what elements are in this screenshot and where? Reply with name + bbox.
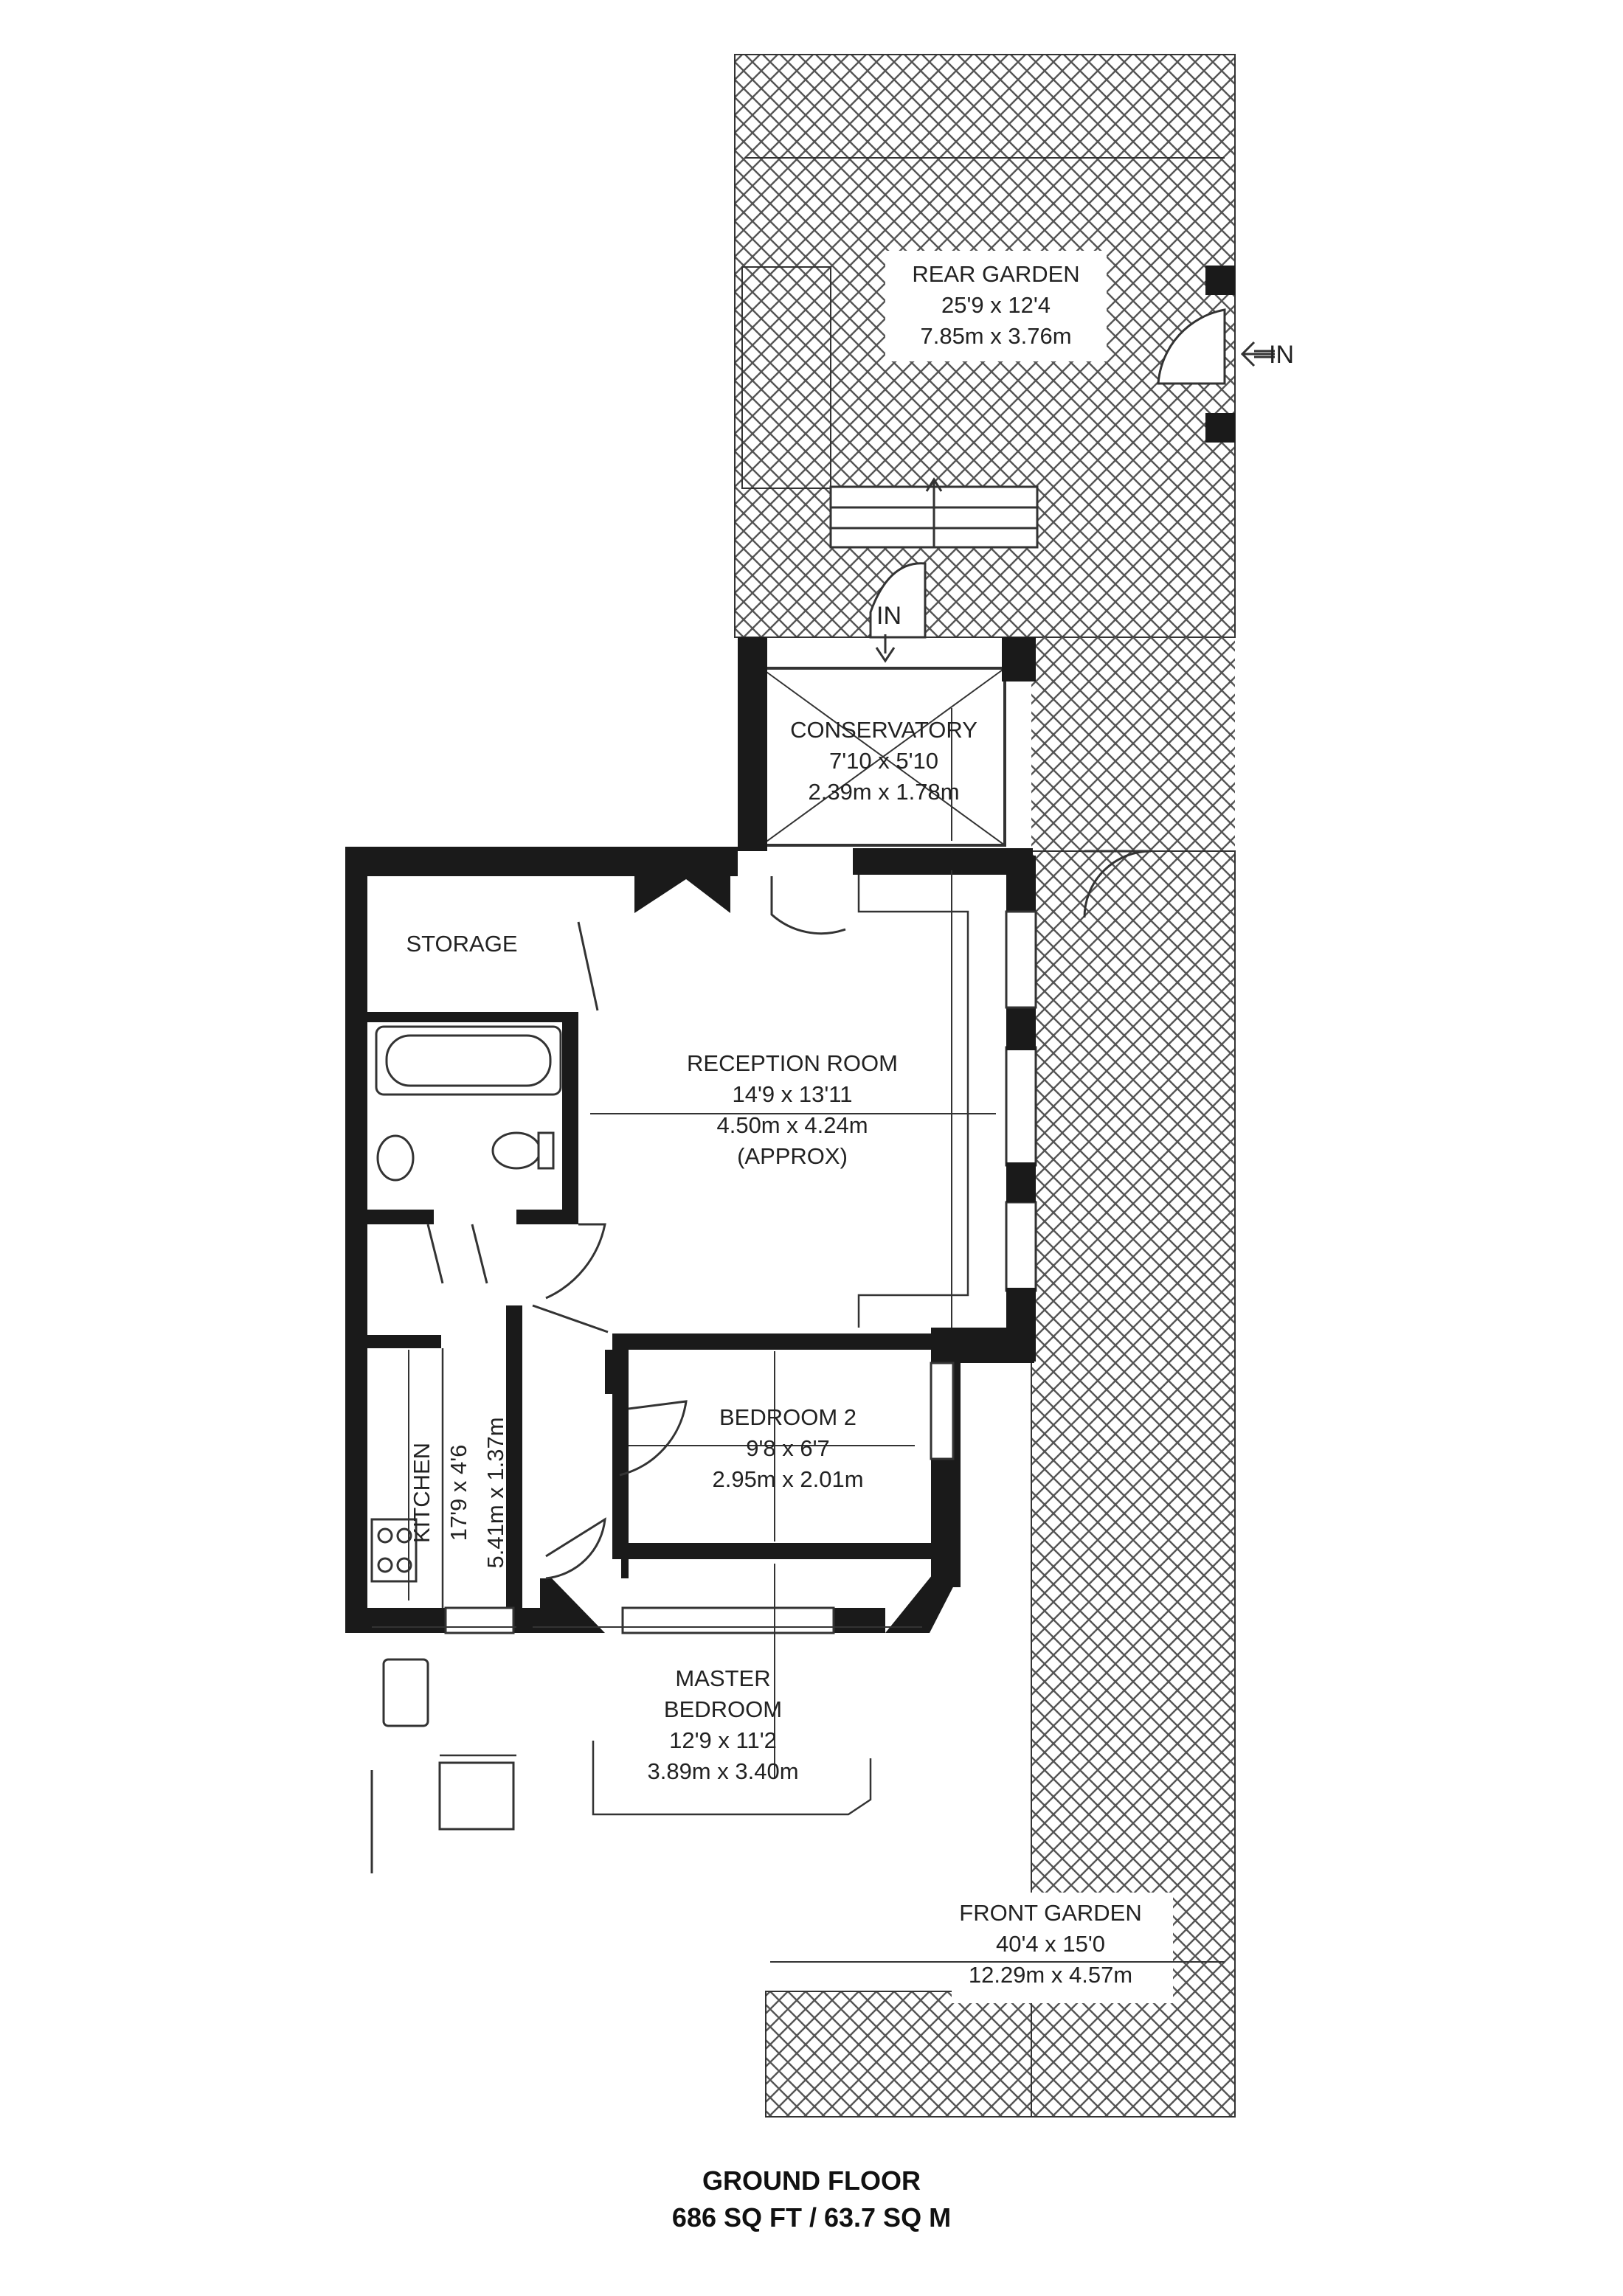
windows bbox=[444, 910, 1037, 1634]
bedroom2-name: BEDROOM 2 bbox=[719, 1404, 857, 1430]
kitchen-metric: 5.41m x 1.37m bbox=[482, 1417, 508, 1568]
garden-steps bbox=[741, 266, 1039, 549]
master-name-line2: BEDROOM bbox=[664, 1696, 782, 1722]
master-imperial: 12'9 x 11'2 bbox=[669, 1727, 777, 1753]
conservatory-in-label: IN bbox=[876, 602, 902, 630]
reception-note: (APPROX) bbox=[737, 1143, 848, 1169]
rear-garden-imperial: 25'9 x 12'4 bbox=[941, 292, 1051, 318]
kitchen-imperial: 17'9 x 4'6 bbox=[446, 1445, 471, 1541]
rear-garden-metric: 7.85m x 3.76m bbox=[920, 323, 1071, 349]
rear-gate-in-label: IN bbox=[1269, 341, 1294, 369]
conservatory-name: CONSERVATORY bbox=[790, 717, 977, 743]
reception-name: RECEPTION ROOM bbox=[687, 1050, 898, 1076]
dimension-arrows bbox=[372, 157, 1225, 1963]
master-name-line1: MASTER bbox=[675, 1665, 770, 1691]
kitchen-fittings bbox=[370, 1518, 515, 1873]
entry-arrow-icon bbox=[875, 634, 896, 663]
reception-imperial: 14'9 x 13'11 bbox=[733, 1081, 853, 1107]
conservatory-metric: 2.39m x 1.78m bbox=[808, 779, 959, 805]
kitchen-name: KITCHEN bbox=[409, 1443, 435, 1543]
storage-name: STORAGE bbox=[406, 931, 517, 957]
bathroom-fittings bbox=[375, 1025, 562, 1182]
floor-name: GROUND FLOOR bbox=[702, 2165, 921, 2196]
room-lines bbox=[440, 875, 969, 1816]
room-labels: REAR GARDEN 25'9 x 12'4 7.85m x 3.76m CO… bbox=[406, 261, 1141, 1988]
master-metric: 3.89m x 3.40m bbox=[647, 1758, 798, 1784]
rear-garden-name: REAR GARDEN bbox=[912, 261, 1079, 287]
front-garden-metric: 12.29m x 4.57m bbox=[969, 1962, 1132, 1988]
doors bbox=[426, 850, 1152, 1580]
front-garden-imperial: 40'4 x 15'0 bbox=[996, 1931, 1105, 1957]
conservatory-structure bbox=[738, 562, 1036, 851]
bedroom2-metric: 2.95m x 2.01m bbox=[712, 1466, 863, 1492]
interior-walls bbox=[367, 1012, 937, 1630]
entrance-markers: IN IN bbox=[875, 341, 1294, 663]
conservatory-imperial: 7'10 x 5'10 bbox=[829, 748, 938, 774]
floor-area: 686 SQ FT / 63.7 SQ M bbox=[671, 2202, 952, 2233]
bedroom2-imperial: 9'8 x 6'7 bbox=[746, 1435, 830, 1461]
reception-metric: 4.50m x 4.24m bbox=[716, 1112, 868, 1138]
rear-gate bbox=[1157, 266, 1275, 443]
fireplace bbox=[634, 876, 730, 913]
front-garden-name: FRONT GARDEN bbox=[959, 1900, 1141, 1926]
